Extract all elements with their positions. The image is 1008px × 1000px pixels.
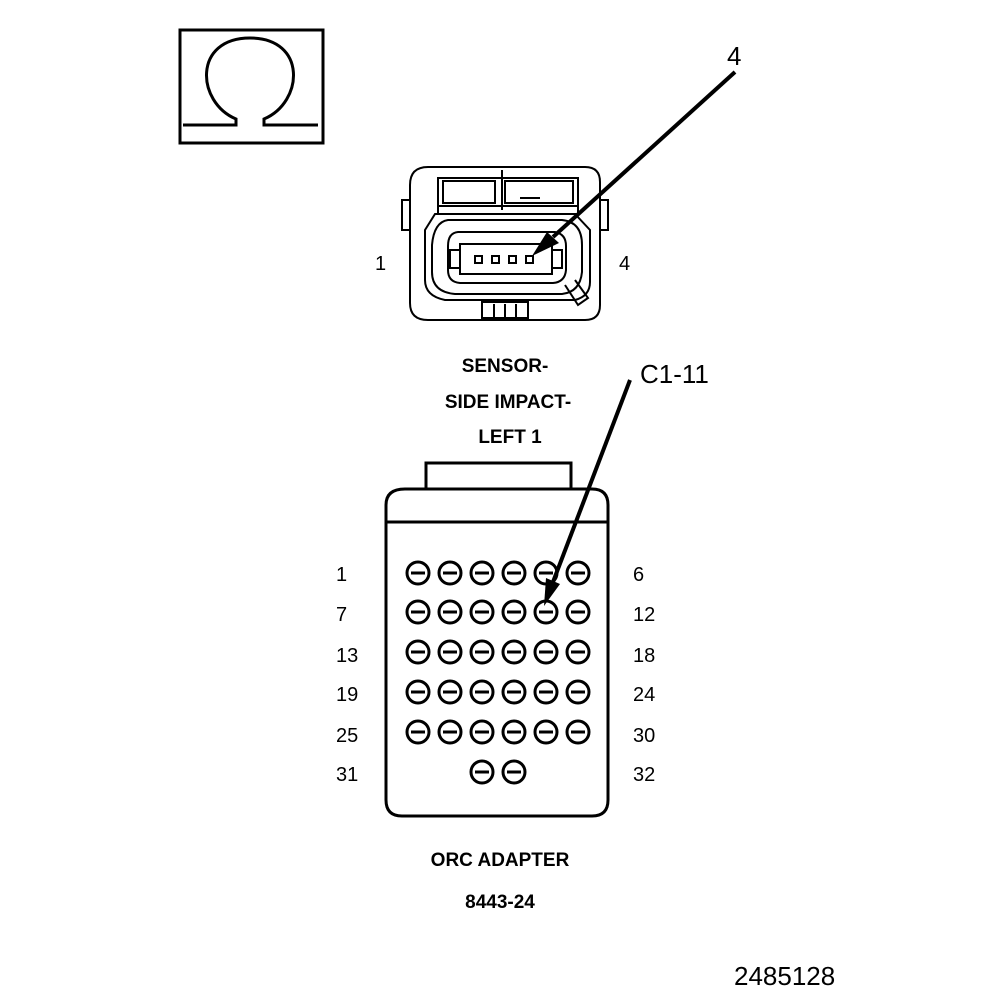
orc-row-label-left: 7 bbox=[336, 604, 347, 626]
figure-id: 2485128 bbox=[734, 961, 835, 991]
orc-pin bbox=[565, 679, 591, 705]
orc-pin bbox=[405, 639, 431, 665]
orc-pin bbox=[469, 560, 495, 586]
orc-pin bbox=[501, 599, 527, 625]
orc-pin bbox=[501, 560, 527, 586]
orc-row-labels-left: 1 7 13 19 25 31 bbox=[336, 564, 358, 786]
sensor-pin-1 bbox=[474, 255, 483, 264]
orc-pin-grid bbox=[405, 560, 591, 785]
orc-pin bbox=[533, 719, 559, 745]
sensor-name-line-1: SENSOR- bbox=[462, 356, 549, 377]
sensor-pin-4 bbox=[525, 255, 534, 264]
orc-pin bbox=[533, 679, 559, 705]
orc-pin bbox=[501, 759, 527, 785]
orc-pin bbox=[405, 679, 431, 705]
orc-pin bbox=[533, 560, 559, 586]
orc-pin bbox=[501, 719, 527, 745]
sensor-pin-right-label: 4 bbox=[619, 253, 630, 275]
orc-row-label-right: 30 bbox=[633, 725, 655, 747]
orc-pin bbox=[469, 599, 495, 625]
sensor-connector bbox=[401, 166, 609, 321]
orc-pin bbox=[437, 599, 463, 625]
orc-row-label-left: 25 bbox=[336, 725, 358, 747]
sensor-name-line-3: LEFT 1 bbox=[478, 427, 542, 448]
orc-pin bbox=[437, 560, 463, 586]
orc-pin bbox=[501, 679, 527, 705]
orc-pin bbox=[437, 679, 463, 705]
callout-4-leader bbox=[551, 70, 737, 239]
sensor-name-line-2: SIDE IMPACT- bbox=[445, 392, 571, 413]
orc-pin bbox=[501, 639, 527, 665]
orc-row-label-left: 1 bbox=[336, 564, 347, 586]
orc-pin bbox=[469, 679, 495, 705]
orc-adapter-part-number: 8443-24 bbox=[465, 892, 535, 913]
sensor-pin-2 bbox=[491, 255, 500, 264]
orc-row-label-right: 32 bbox=[633, 764, 655, 786]
orc-pin bbox=[533, 599, 559, 625]
orc-pin bbox=[533, 639, 559, 665]
sensor-pins bbox=[474, 255, 534, 264]
orc-adapter-body bbox=[384, 461, 610, 818]
sensor-pin-left-label: 1 bbox=[375, 253, 386, 275]
orc-pin bbox=[565, 719, 591, 745]
orc-pin bbox=[437, 719, 463, 745]
orc-row-label-right: 6 bbox=[633, 564, 644, 586]
orc-pin bbox=[469, 639, 495, 665]
orc-row-label-right: 24 bbox=[633, 684, 655, 706]
orc-pin bbox=[405, 599, 431, 625]
orc-row-label-right: 18 bbox=[633, 645, 655, 667]
orc-pin bbox=[565, 560, 591, 586]
orc-pin bbox=[405, 719, 431, 745]
orc-row-labels-right: 6 12 18 24 30 32 bbox=[633, 564, 655, 786]
orc-pin bbox=[565, 639, 591, 665]
orc-row-label-right: 12 bbox=[633, 604, 655, 626]
orc-pin bbox=[565, 599, 591, 625]
orc-row-label-left: 13 bbox=[336, 645, 358, 667]
orc-adapter-name: ORC ADAPTER bbox=[431, 850, 570, 871]
orc-row-label-left: 19 bbox=[336, 684, 358, 706]
orc-pin bbox=[469, 719, 495, 745]
orc-pin bbox=[405, 560, 431, 586]
callout-4-label: 4 bbox=[727, 41, 741, 71]
orc-row-label-left: 31 bbox=[336, 764, 358, 786]
orc-pin bbox=[469, 759, 495, 785]
callout-c1-11-label: C1-11 bbox=[640, 359, 709, 389]
orc-pin bbox=[437, 639, 463, 665]
callout-c1-11-leader bbox=[551, 379, 632, 583]
sensor-pin-3 bbox=[508, 255, 517, 264]
ohmmeter-icon bbox=[178, 28, 325, 145]
